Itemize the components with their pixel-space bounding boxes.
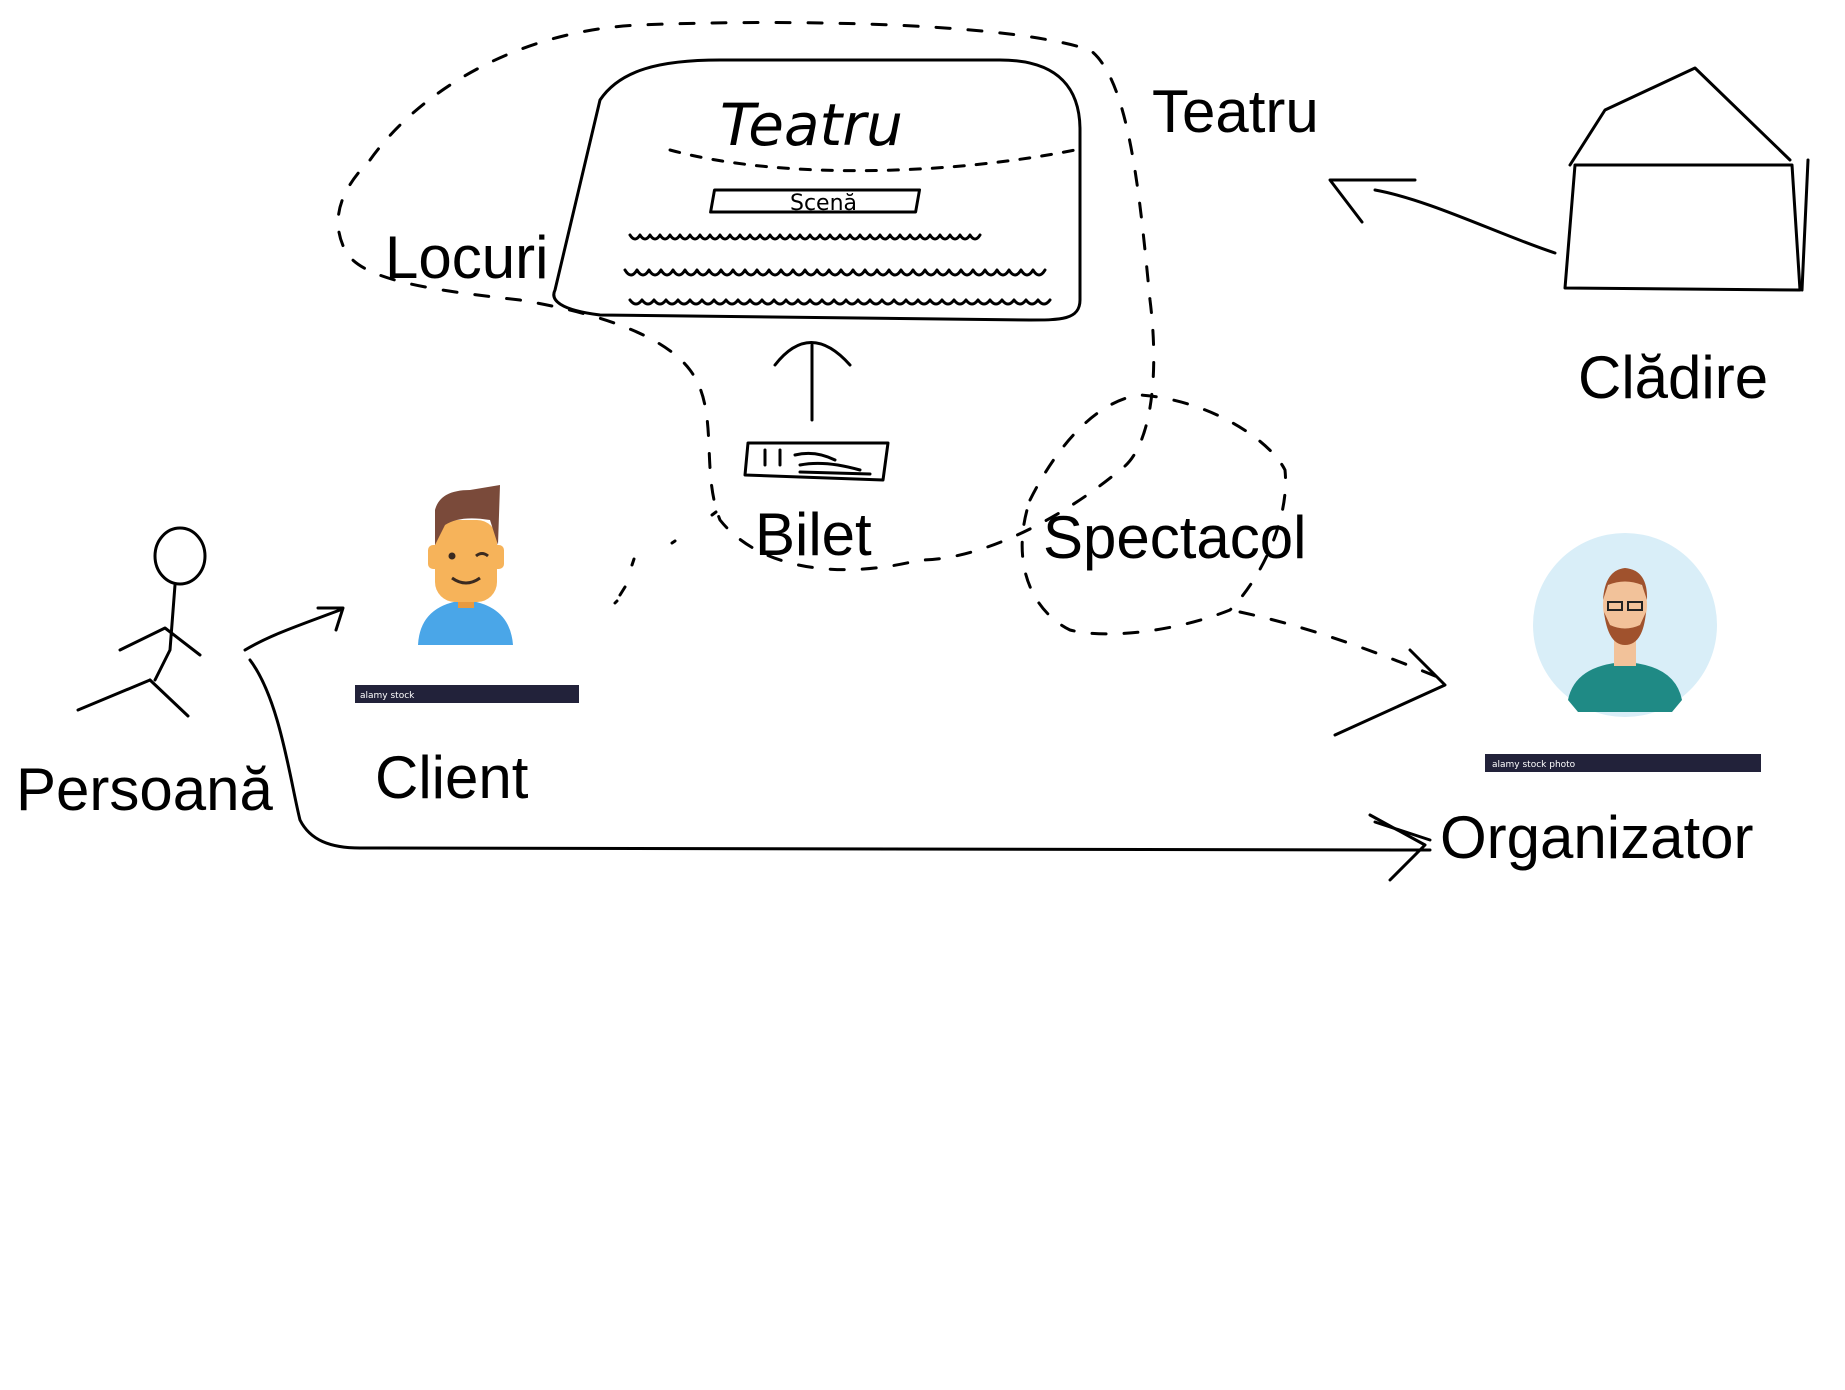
client-watermark-bar (355, 685, 579, 703)
stick-figure-icon (76, 526, 207, 718)
label-spectacol: Spectacol (1043, 504, 1307, 571)
ticket-icon (743, 441, 890, 482)
stage-text: Scenă (790, 191, 857, 216)
persoana-to-organizator-arrow (248, 658, 1432, 882)
persoana-to-client-arrow (243, 606, 345, 652)
theatre-sketch: Scenă Teatru (552, 58, 1082, 322)
cladire-to-teatru-arrow (1328, 178, 1557, 255)
house-icon (1563, 66, 1810, 292)
ticket-to-theatre-arrow (773, 341, 852, 422)
client-to-ticket-dots (613, 510, 718, 605)
spectacol-to-organizator-arrow (1238, 610, 1447, 737)
organizator-watermark-bar (1485, 754, 1761, 772)
theatre-title-text: Teatru (720, 91, 903, 159)
client-shirt (418, 600, 513, 645)
organizator-watermark-text: alamy stock photo (1492, 760, 1576, 770)
client-avatar-icon: alamy stock (355, 485, 579, 703)
label-persoana: Persoană (16, 756, 273, 823)
client-watermark-text: alamy stock (360, 691, 415, 701)
organizator-avatar-icon: alamy stock photo (1485, 533, 1761, 772)
label-organizator: Organizator (1440, 804, 1754, 871)
label-bilet: Bilet (755, 501, 872, 568)
teatru-dashed-boundary (336, 21, 1156, 572)
label-cladire: Clădire (1578, 344, 1769, 411)
label-client: Client (375, 744, 529, 811)
label-locuri: Locuri (385, 224, 549, 291)
label-teatru: Teatru (1152, 78, 1319, 145)
